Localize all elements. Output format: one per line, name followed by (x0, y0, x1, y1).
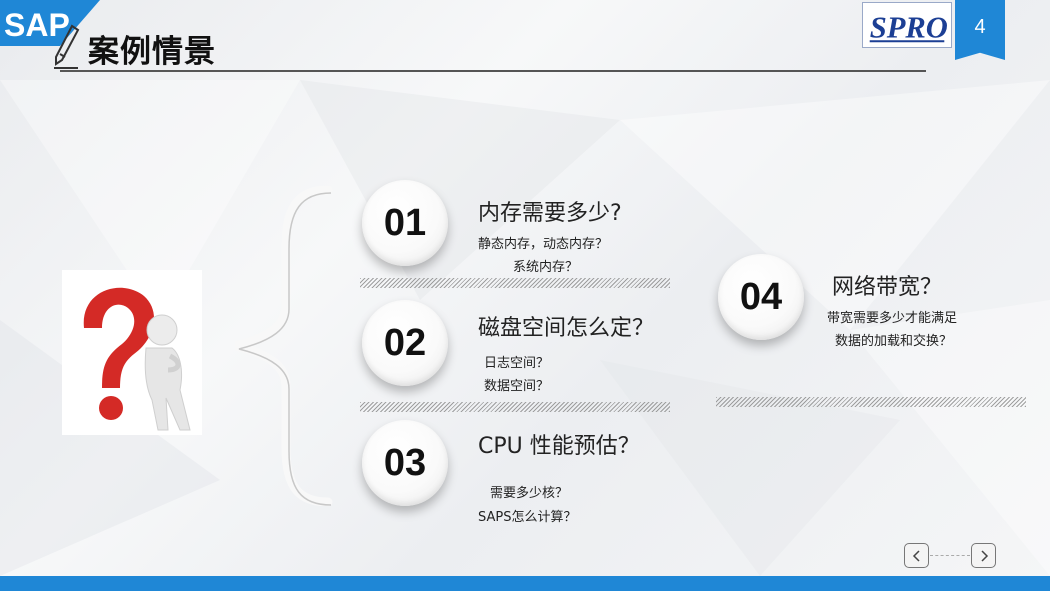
question-figure-image (62, 270, 202, 435)
item-detail: 静态内存，动态内存？ (478, 237, 609, 252)
pencil-icon (54, 24, 80, 69)
hatch-divider (360, 402, 670, 412)
svg-text:SAP: SAP (4, 7, 70, 43)
item-detail: 日志空间？ (484, 356, 550, 371)
item-detail: SAPS怎么计算？ (478, 510, 577, 525)
item-number-circle: 03 (362, 420, 448, 506)
page-title: 案例情景 (88, 34, 216, 70)
item-heading: CPU 性能预估？ (478, 434, 640, 459)
item-detail: 数据的加载和交换？ (835, 334, 953, 349)
item-detail: 带宽需要多少才能满足 (827, 311, 958, 326)
item-detail: 系统内存？ (513, 260, 579, 275)
spro-logo: SPRO (862, 2, 952, 48)
prev-button[interactable] (904, 543, 929, 568)
chevron-left-icon (912, 549, 920, 562)
nav-divider (930, 555, 970, 556)
next-button[interactable] (971, 543, 996, 568)
svg-text:SPRO: SPRO (870, 10, 948, 44)
hatch-divider (716, 397, 1026, 407)
item-number-circle: 04 (718, 254, 804, 340)
page-number-badge: 4 (955, 0, 1005, 60)
hatch-divider (360, 278, 670, 288)
item-detail: 数据空间？ (484, 379, 550, 394)
title-divider (60, 70, 926, 72)
item-detail: 需要多少核？ (490, 486, 569, 501)
item-number-circle: 01 (362, 180, 448, 266)
curly-brace (234, 186, 333, 506)
item-number-circle: 02 (362, 300, 448, 386)
sap-logo: SAP (0, 0, 100, 46)
item-heading: 网络带宽？ (832, 275, 943, 300)
bottom-accent-bar (0, 576, 1050, 591)
item-heading: 内存需要多少? (478, 201, 622, 226)
item-heading: 磁盘空间怎么定？ (478, 316, 655, 341)
chevron-right-icon (980, 549, 988, 562)
